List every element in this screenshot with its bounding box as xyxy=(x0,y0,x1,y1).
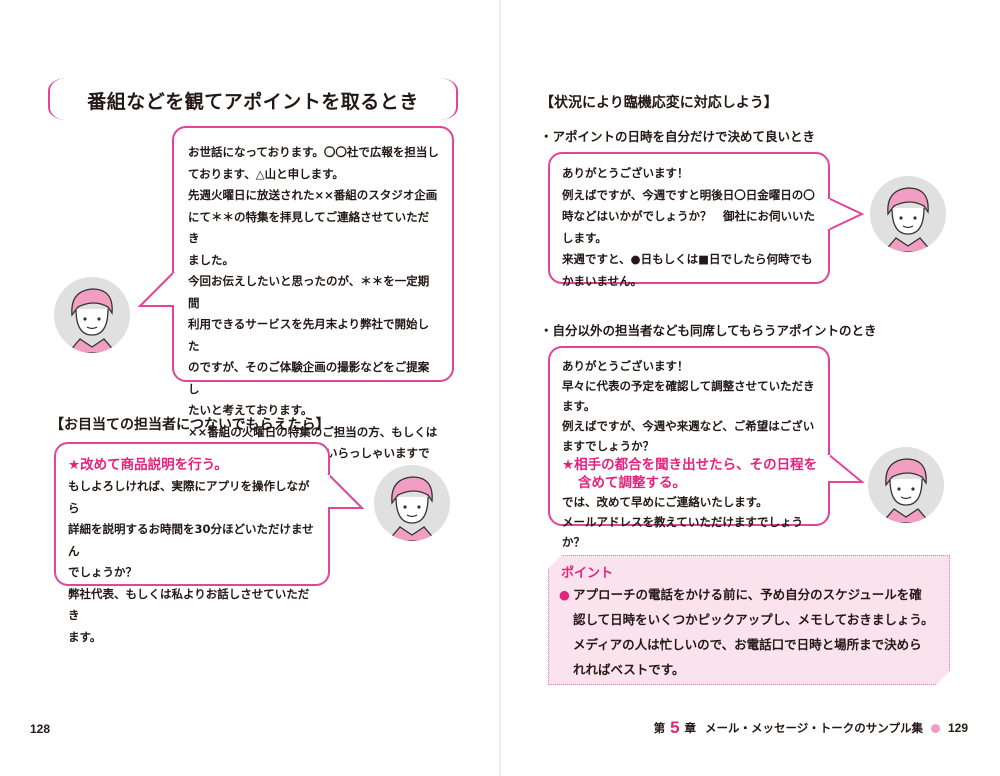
section-heading: 【状況により臨機応変に対応しよう】 xyxy=(540,95,778,111)
bubble-line: お世話になっております。〇〇社で広報を担当し xyxy=(188,145,439,159)
bubble-line: ますでしょうか？ xyxy=(562,439,655,453)
bubble-line: 利用できるサービスを先月末より弊社で開始した xyxy=(188,317,430,353)
bubble-line: かまいません。 xyxy=(562,273,643,288)
bubble-line: ます。 xyxy=(562,399,596,413)
avatar-person-icon xyxy=(870,176,946,252)
point-line: れればベストです。 xyxy=(573,662,685,677)
bubble-line: 先週火曜日に放送された××番組のスタジオ企画 xyxy=(188,188,438,202)
chapter-number: 5 xyxy=(670,718,680,737)
bubble-line: でしょうか？ xyxy=(68,565,137,579)
bubble-tail-icon xyxy=(138,271,176,307)
avatar-person-icon xyxy=(374,465,450,541)
highlight-text: ★改めて商品説明を行う。 xyxy=(68,457,228,473)
avatar-person-icon xyxy=(868,447,944,523)
bubble-line: 時などはいかがでしょうか？ 御社にお伺いいた xyxy=(562,209,815,223)
speech-bubble-2: ★改めて商品説明を行う。 もしよろしければ、実際にアプリを操作しながら 詳細を説… xyxy=(54,442,330,644)
bubble-line: 例えばですが、今週や来週など、ご希望はござい xyxy=(562,419,815,433)
page-number-right: 129 xyxy=(947,721,968,735)
highlight-text: 含めて調整する。 xyxy=(578,475,686,491)
speech-bubble-3: ありがとうございます！ 例えばですが、今週ですと明後日〇日金曜日の〇 時などはい… xyxy=(548,152,830,288)
bubble-line: 例えばですが、今週ですと明後日〇日金曜日の〇 xyxy=(562,187,815,202)
case-label: ・アポイントの日時を自分だけで決めて良いとき xyxy=(540,129,816,144)
bubble-line: 来週ですと、●日もしくは■日でしたら何時でも xyxy=(562,252,813,266)
speech-bubble-1: お世話になっております。〇〇社で広報を担当し ております、△山と申します。 先週… xyxy=(172,126,454,503)
bubble-line: 早々に代表の予定を確認して調整させていただき xyxy=(562,379,815,393)
bubble-line: もしよろしければ、実際にアプリを操作しながら xyxy=(68,479,310,515)
point-line: アプローチの電話をかける前に、予め自分のスケジュールを確 xyxy=(573,587,922,602)
point-body: ● アプローチの電話をかける前に、予め自分のスケジュールを確 認して日時をいくつ… xyxy=(559,582,941,682)
bubble-line: ます。 xyxy=(68,629,102,644)
bubble-line: 今回お伝えしたいと思ったのが、＊＊を一定期間 xyxy=(188,274,430,310)
bubble-tail-icon xyxy=(326,473,365,509)
bubble-tail-icon xyxy=(826,197,865,231)
point-title: ポイント xyxy=(561,566,614,581)
bubble-line: たいと考えております。 xyxy=(188,403,313,417)
bubble-tail-icon xyxy=(826,453,865,483)
section-title-text: 番組などを観てアポイントを取るとき xyxy=(87,91,419,113)
avatar-person-icon xyxy=(54,277,130,353)
bubble-line: では、改めて早めにご連絡いたします。 xyxy=(562,495,768,509)
chapter-prefix: 第 xyxy=(653,721,666,735)
dot-icon xyxy=(930,723,940,733)
chapter-title: メール・メッセージ・トークのサンプル集 xyxy=(705,721,923,735)
bubble-line: ××番組の火曜日の特集のご担当の方、もしくは xyxy=(188,424,438,439)
bubble-line: します。 xyxy=(562,230,607,245)
section-title: 番組などを観てアポイントを取るとき xyxy=(48,78,458,120)
page-gutter xyxy=(499,0,501,776)
bubble-line: のですが、そのご体験企画の撮影などをご提案し xyxy=(188,360,430,396)
right-paren-decoration xyxy=(440,78,458,120)
point-line: メディアの人は忙しいので、お電話口で日時と場所まで決めら xyxy=(573,637,922,652)
bubble-line: ありがとうございます！ xyxy=(562,166,689,180)
speech-bubble-4: ありがとうございます！ 早々に代表の予定を確認して調整させていただき ます。 例… xyxy=(548,346,830,549)
bubble-line: メールアドレスを教えていただけますでしょうか？ xyxy=(562,515,804,549)
highlight-text: ★相手の都合を聞き出せたら、その日程を xyxy=(562,457,818,473)
section-heading: 【お目当ての担当者につないでもらえたら】 xyxy=(50,417,330,433)
page-number-left: 128 xyxy=(30,722,51,736)
bullet-icon: ● xyxy=(559,587,570,602)
bubble-line: ました。 xyxy=(188,252,234,267)
chapter-footer: 第 5 章 メール・メッセージ・トークのサンプル集 129 xyxy=(654,718,968,738)
bubble-line: にて＊＊の特集を拝見してご連絡させていただき xyxy=(188,209,430,246)
case-label: ・自分以外の担当者なども同席してもらうアポイントのとき xyxy=(540,323,877,338)
point-box: ポイント ● アプローチの電話をかける前に、予め自分のスケジュールを確 認して日… xyxy=(548,555,950,685)
chapter-suffix: 章 xyxy=(684,721,697,735)
point-line: 認して日時をいくつかピックアップし、メモしておきましょう。 xyxy=(573,612,934,627)
left-paren-decoration xyxy=(48,78,66,120)
bubble-line: 詳細を説明するお時間を30分ほどいただけません xyxy=(68,522,314,558)
bubble-line: ありがとうございます！ xyxy=(562,359,689,373)
bubble-line: 弊社代表、もしくは私よりお話しさせていただき xyxy=(68,586,310,623)
bubble-line: ております、△山と申します。 xyxy=(188,166,344,181)
